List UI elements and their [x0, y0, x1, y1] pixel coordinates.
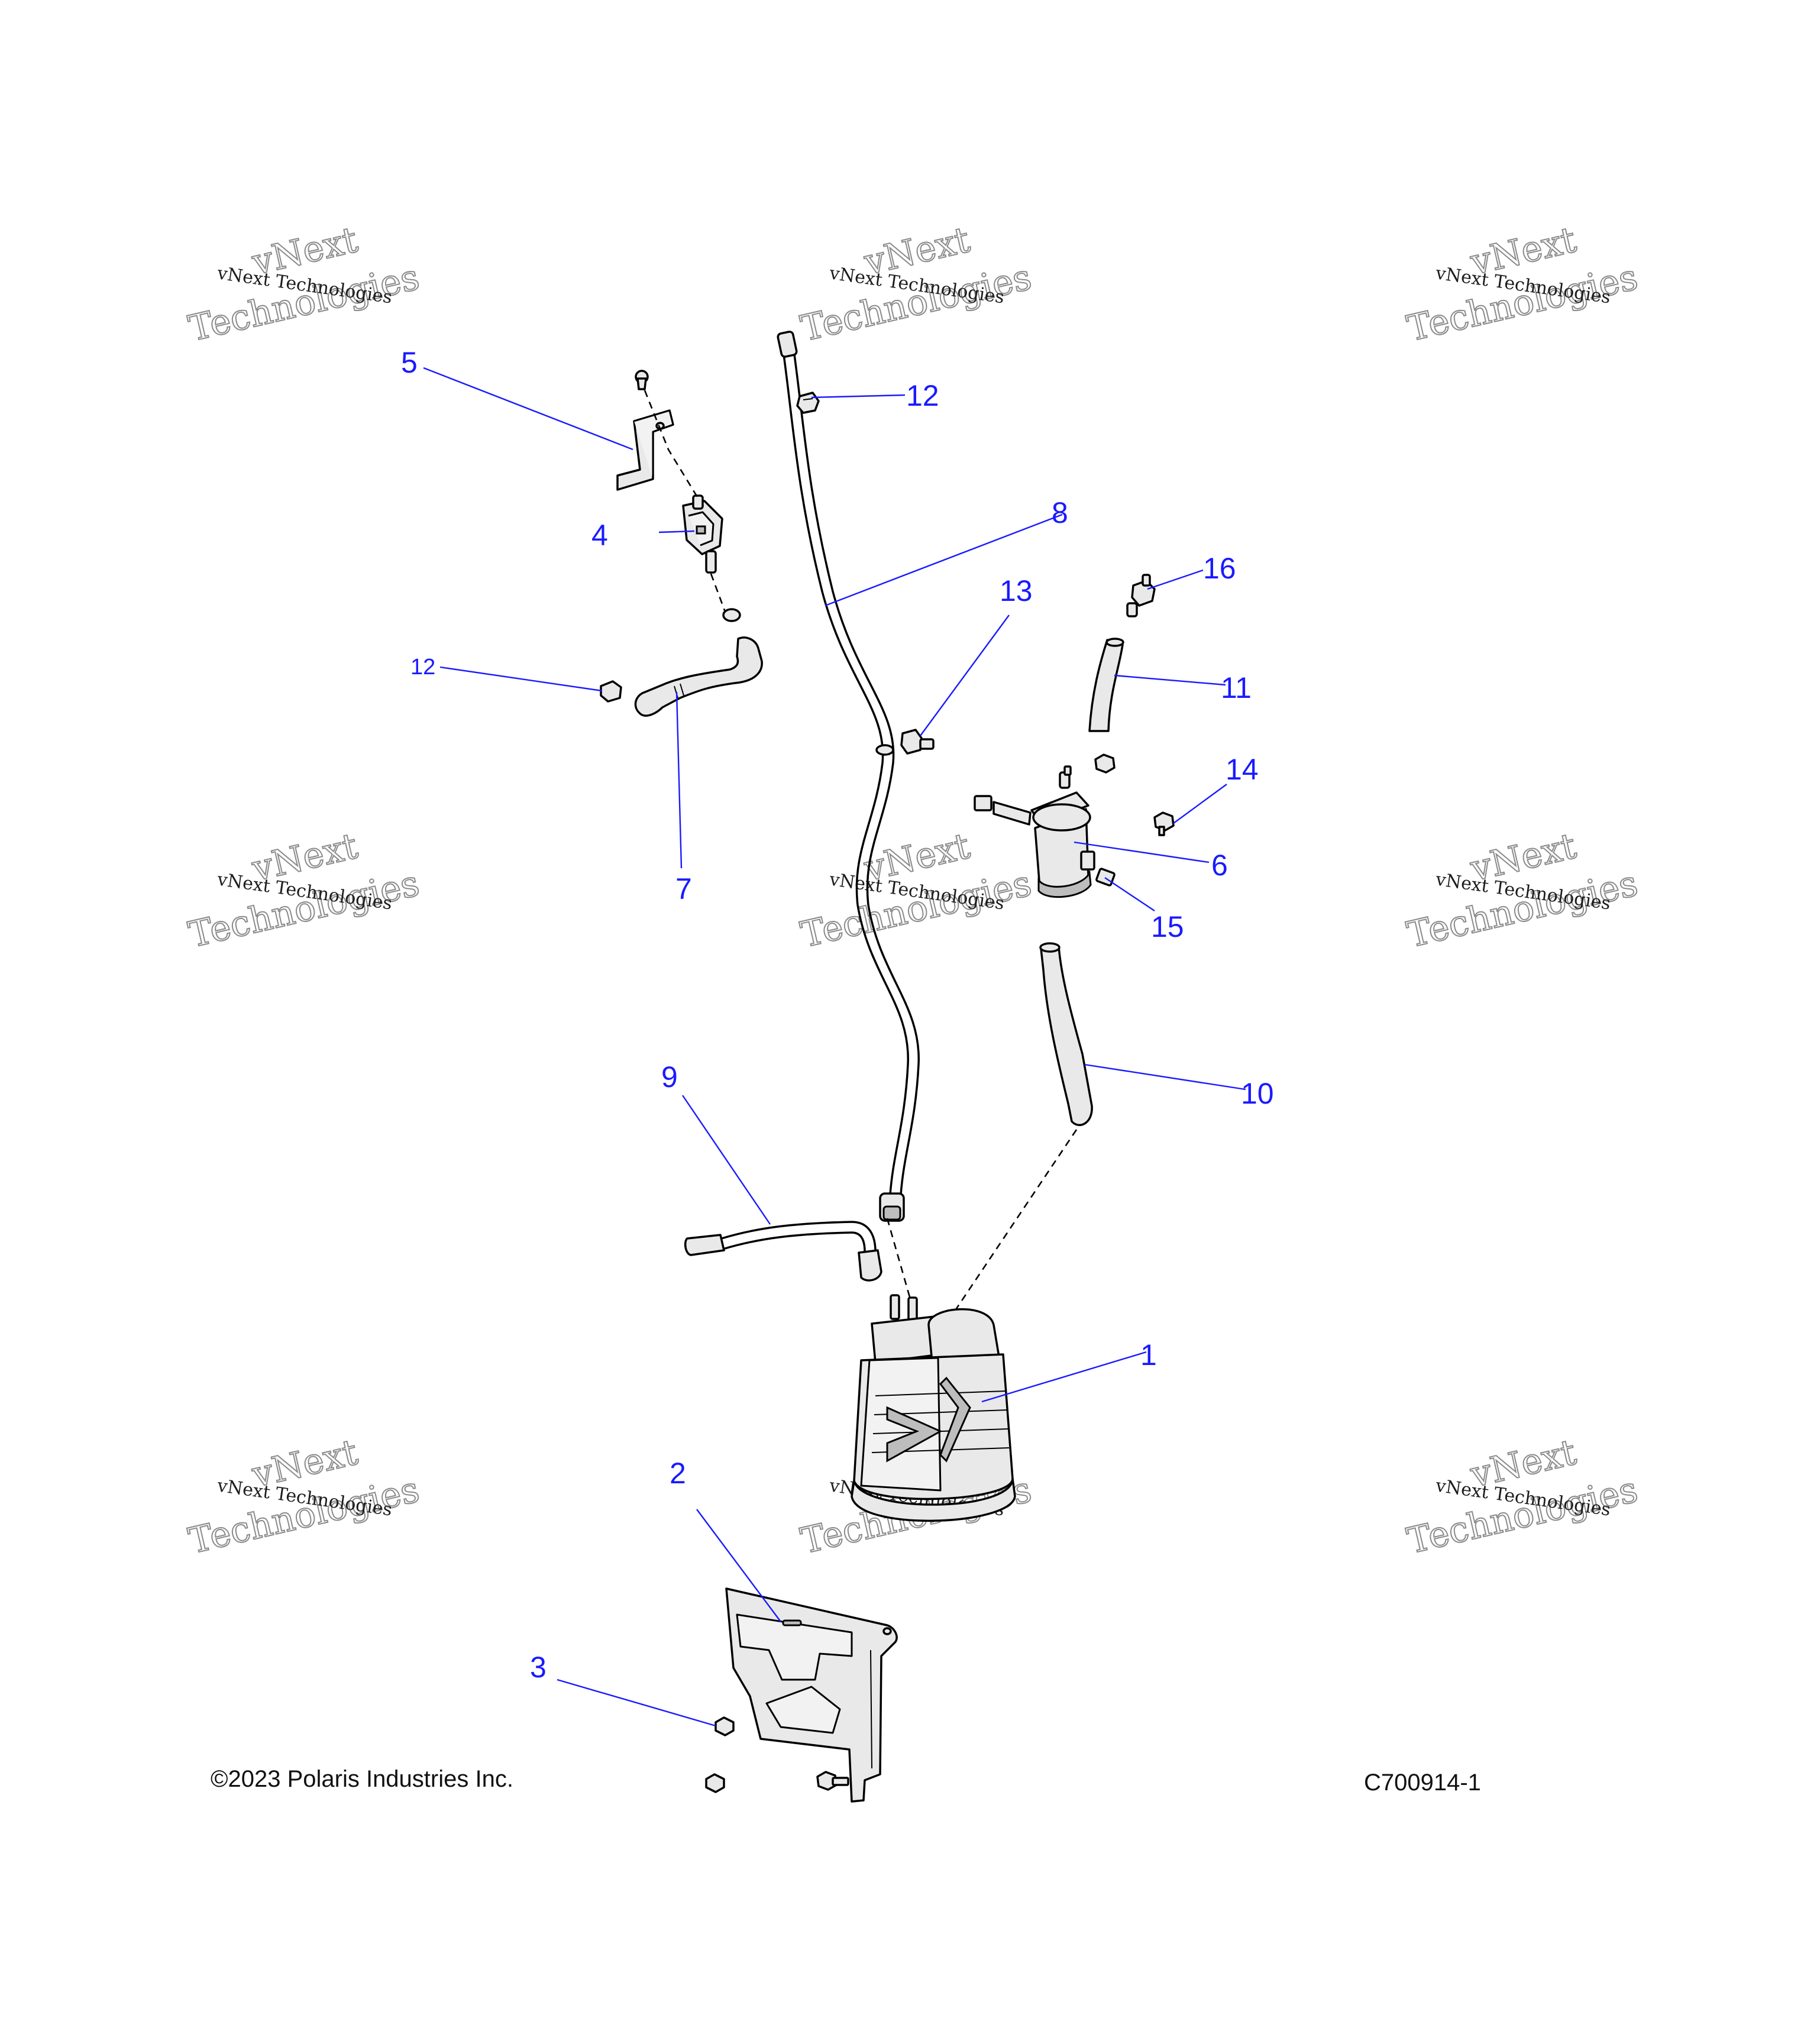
- part-14-nuts: [1094, 753, 1175, 836]
- assembly-line-4-7: [710, 573, 728, 616]
- callout-11: 11: [1221, 671, 1252, 704]
- callout-16: 16: [1203, 552, 1236, 585]
- part-6-filter: [974, 765, 1116, 898]
- part-1-evap-canister: [851, 1294, 1016, 1522]
- callout-12-left: 12: [410, 655, 435, 680]
- callout-14: 14: [1226, 753, 1259, 786]
- part-10-hose: [1039, 942, 1093, 1126]
- callout-3: 3: [530, 1651, 547, 1684]
- callout-7: 7: [675, 872, 692, 905]
- callout-10: 10: [1241, 1077, 1274, 1110]
- callout-13: 13: [1000, 574, 1033, 607]
- part-8-vapor-line: [777, 331, 920, 1222]
- callout-12-upper: 12: [906, 379, 939, 412]
- copyright-text: ©2023 Polaris Industries Inc.: [211, 1766, 513, 1792]
- part-12-clamp-upper: [796, 392, 820, 414]
- callout-2: 2: [670, 1457, 686, 1490]
- part-3-bolts: [705, 1716, 849, 1793]
- assembly-line-8-1: [886, 1218, 912, 1302]
- callout-15: 15: [1151, 910, 1184, 943]
- part-7-hose: [634, 608, 763, 717]
- part-16-fitting: [1126, 574, 1156, 617]
- assembly-line-5-4: [644, 390, 699, 499]
- part-2-bracket: [725, 1587, 898, 1803]
- callout-6: 6: [1211, 849, 1228, 882]
- part-5-bracket: [616, 370, 674, 491]
- part-12-clamp-left: [600, 680, 622, 703]
- part-13-fitting: [900, 729, 935, 755]
- callout-5: 5: [401, 346, 418, 379]
- leader-lines: [423, 367, 1246, 1727]
- part-4-purge-valve: [682, 494, 723, 574]
- figure-id: C700914-1: [1364, 1770, 1481, 1796]
- callout-numbers: 1 2 3 4 5 6 7 8 9 10 11 12 12 13 14 15 1…: [401, 346, 1274, 1684]
- callout-1: 1: [1140, 1338, 1157, 1372]
- part-11-short-hose: [1088, 638, 1124, 732]
- callout-8: 8: [1052, 496, 1068, 529]
- assembly-line-10-1: [952, 1129, 1078, 1314]
- part-9-vent-tube: [684, 1221, 882, 1282]
- callout-9: 9: [661, 1060, 678, 1094]
- callout-4: 4: [591, 519, 608, 552]
